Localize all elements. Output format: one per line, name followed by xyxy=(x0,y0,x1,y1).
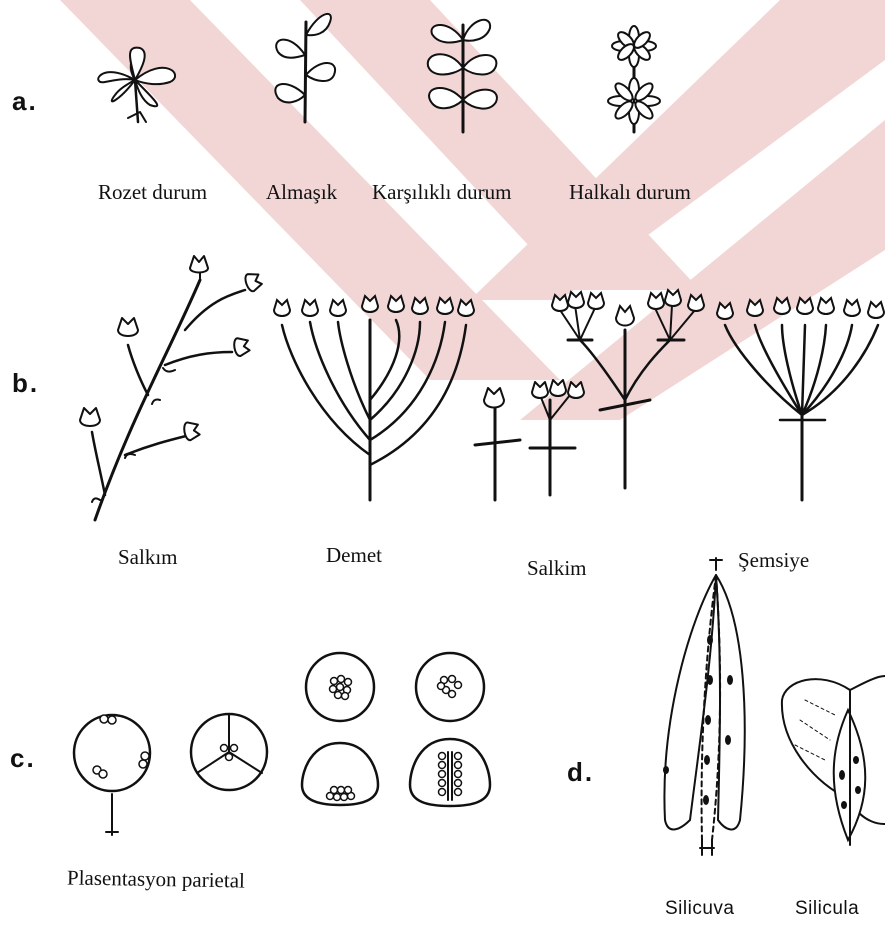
silique-drawing xyxy=(663,558,745,855)
caption-silique: Silicuva xyxy=(665,898,734,920)
caption-silicle: Silicula xyxy=(795,898,859,920)
silicle-drawing xyxy=(782,676,885,845)
